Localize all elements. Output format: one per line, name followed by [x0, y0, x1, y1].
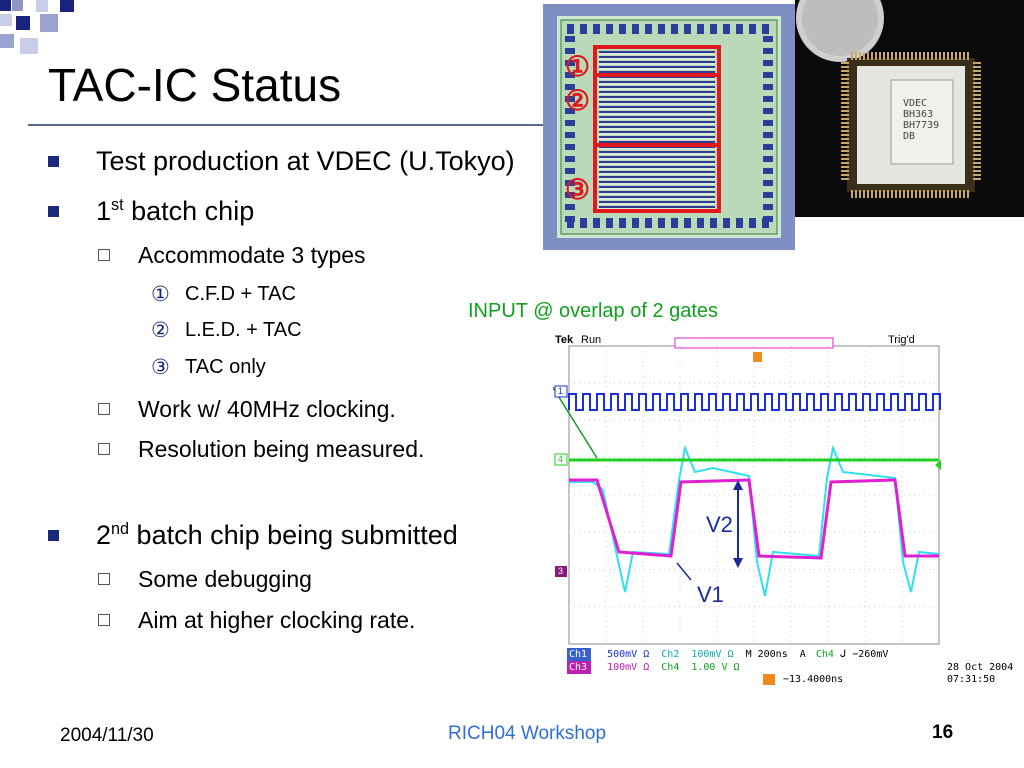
decor-square [60, 0, 74, 12]
v2-label: V2 [706, 512, 733, 537]
bullet-first-batch: 1st batch chip [48, 196, 254, 227]
scope-timestamp: 28 Oct 2004 07:31:50 [947, 662, 1014, 685]
bullet-box-icon [98, 443, 110, 455]
chip-layout-image: ① ② ③ [543, 4, 795, 250]
sub-bullet-debugging: Some debugging [98, 566, 312, 593]
decor-square [0, 14, 12, 26]
type-item-3: ③ TAC only [151, 356, 266, 379]
bullet-box-icon [98, 249, 110, 261]
scope-marker-ch4: 4 [558, 454, 564, 464]
bullet-test-production: Test production at VDEC (U.Tokyo) [48, 146, 515, 177]
bullet-square-icon [48, 530, 59, 541]
chip-layout-drawing [543, 4, 795, 250]
bullet-square-icon [48, 156, 59, 167]
footer-center: RICH04 Workshop [448, 723, 607, 744]
circled-three-icon: ③ [151, 356, 170, 379]
scope-marker-ch3: 3 [558, 566, 564, 576]
chip-label-2: ② [565, 85, 591, 116]
slide-title: TAC-IC Status [48, 59, 342, 111]
decor-square [20, 38, 38, 54]
circled-one-icon: ① [151, 283, 170, 306]
chip-package-photo: VDEC BH363 BH7739 DB [795, 0, 1024, 217]
decor-square [40, 14, 58, 32]
sub-bullet-accommodate: Accommodate 3 types [98, 242, 366, 269]
type-item-2: ② L.E.D. + TAC [151, 319, 302, 342]
type-item-1: ① C.F.D + TAC [151, 283, 296, 306]
sub-bullet-resolution: Resolution being measured. [98, 436, 424, 463]
scope-brand: Tek [555, 334, 574, 346]
input-note: INPUT @ overlap of 2 gates [468, 300, 719, 322]
oscilloscope-screenshot: Tek Run Trig'd 1 4 3 Ch1 500mV Ω Ch2 100… [516, 329, 943, 686]
title-underline [28, 124, 548, 126]
sub-bullet-higher-rate: Aim at higher clocking rate. [98, 607, 415, 634]
sub-bullet-clocking: Work w/ 40MHz clocking. [98, 396, 396, 423]
bullet-box-icon [98, 573, 110, 585]
bullet-box-icon [98, 614, 110, 626]
v1-label: V1 [697, 582, 724, 607]
chip-marking: VDEC BH363 BH7739 DB [903, 98, 940, 142]
decor-square [36, 0, 48, 12]
decor-square [0, 0, 11, 11]
oscilloscope-drawing [516, 329, 943, 686]
bullet-box-icon [98, 403, 110, 415]
decor-square [12, 0, 23, 11]
footer-date: 2004/11/30 [60, 725, 154, 746]
chip-label-1: ① [565, 51, 591, 82]
chip-label-3: ③ [565, 174, 591, 205]
bullet-second-batch: 2nd batch chip being submitted [48, 520, 458, 551]
chip-package-drawing [795, 0, 1024, 217]
scope-delay: −13.4000ns [783, 674, 844, 685]
page-number: 16 [932, 722, 954, 743]
bullet-square-icon [48, 206, 59, 217]
scope-trigger-status: Trig'd [888, 334, 915, 346]
scope-mode: Run [581, 334, 602, 346]
circled-two-icon: ② [151, 319, 170, 342]
scope-marker-ch1: 1 [558, 386, 564, 396]
decor-square [0, 34, 14, 48]
scope-readout: Ch1 500mV Ω Ch2 100mV Ω M 200ns A Ch4 ᒍ … [569, 649, 889, 673]
decor-square [16, 16, 30, 30]
